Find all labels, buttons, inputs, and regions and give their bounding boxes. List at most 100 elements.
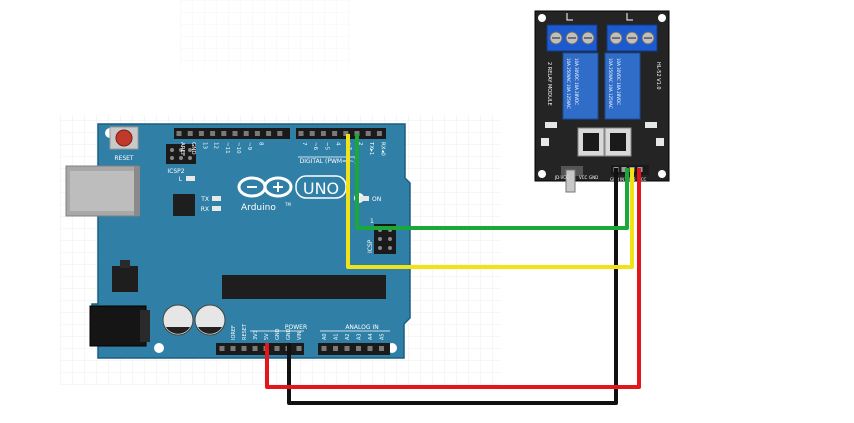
wire-vcc[interactable] [265, 168, 641, 389]
analog-pin-label: A2 [345, 333, 351, 340]
digital-pin-label: 12 [213, 142, 219, 149]
relay-2-spec-line-2: 10A 30VDC 10A 28VDC [616, 58, 621, 105]
digital-pin-label: RX◂0 [379, 142, 385, 156]
relay-module-name: 2 RELAY MODULE [546, 62, 552, 106]
mounting-hole [658, 14, 666, 22]
analog-pin-labels: A0 A1 A2 A3 A4 A5 [322, 333, 386, 340]
header-pin-hole [343, 131, 349, 136]
led-l-label: L [179, 176, 183, 183]
header-pin-hole [176, 131, 182, 136]
header-pin-hole [198, 131, 204, 136]
power-header [216, 343, 304, 355]
header-pin-hole [187, 131, 193, 136]
jumper-label-gnd: GND [589, 175, 598, 180]
header-pin-hole [252, 346, 258, 351]
background-grid-top [180, 0, 350, 70]
mounting-hole [658, 170, 666, 178]
reset-button[interactable] [109, 126, 139, 150]
digital-pin-label: 2 [357, 142, 363, 146]
screw-terminal-2 [606, 24, 658, 52]
digital-pin-label: AREF [179, 142, 185, 156]
power-pin-label: GND [275, 328, 281, 340]
relay-2: 10A 250VAC 10A 125VAC 10A 30VDC 10A 28VD… [604, 52, 641, 120]
brand-label: Arduino [241, 203, 276, 213]
header-pin-hole [356, 346, 361, 351]
relay-1-spec-line-1: 10A 250VAC 10A 125VAC [566, 58, 571, 109]
header-pin-hole [333, 346, 338, 351]
header-pin-hole [274, 346, 280, 351]
input-pin-vcc-label: VCC [638, 177, 647, 182]
led-rx-label: RX [201, 206, 209, 213]
optocoupler-1 [577, 127, 605, 157]
relay-module[interactable]: 10A 250VAC 10A 125VAC 10A 30VDC 10A 28VD… [534, 10, 670, 193]
relay-1-spec-line-2: 10A 30VDC 10A 28VDC [574, 58, 579, 105]
header-pin-hole [344, 346, 350, 351]
screw-terminal-1 [546, 24, 598, 52]
relay-2-spec-line-1: 10A 250VAC 10A 125VAC [608, 58, 613, 109]
icsp2-header [166, 144, 196, 164]
status-led [541, 138, 549, 146]
analog-label: ANALOG IN [345, 324, 378, 331]
wire-in1[interactable] [355, 134, 629, 230]
reset-label: RESET [114, 155, 134, 162]
header-pin-hole [277, 131, 283, 136]
mounting-hole [538, 14, 546, 22]
power-pin-label: 3V3 [253, 330, 259, 340]
wires [265, 134, 641, 405]
power-pin-label: 5V [264, 333, 270, 340]
digital-header-left [174, 128, 290, 139]
header-pin-hole [367, 346, 373, 351]
analog-pin-label: A4 [368, 333, 374, 340]
usb-chip [173, 194, 195, 216]
header-pin-hole [376, 131, 382, 136]
relay-model-label: HL-52 V1.0 [655, 62, 661, 90]
digital-pin-label: ~6 [312, 142, 318, 151]
header-pin-hole [309, 131, 315, 136]
status-led [656, 138, 664, 146]
header-pin-hole [354, 131, 360, 136]
wire-gnd[interactable] [287, 168, 618, 405]
digital-pin-label: ~9 [246, 142, 252, 151]
header-pin-hole [266, 131, 272, 136]
digital-header-right [296, 128, 386, 139]
analog-pin-label: A0 [322, 333, 328, 340]
header-pin-hole [243, 131, 249, 136]
dc-power-jack [89, 305, 150, 347]
digital-pin-label: 7 [301, 142, 307, 146]
header-pin-hole [232, 131, 238, 136]
voltage-regulator [112, 260, 138, 292]
relay-input-pin [621, 167, 627, 172]
analog-pin-label: A1 [334, 333, 340, 340]
header-pin-hole [254, 131, 260, 136]
icsp-label: ICSP [367, 239, 374, 253]
power-pin-label: GND [286, 328, 292, 340]
model-label: UNO [303, 179, 339, 198]
led-l [186, 176, 195, 181]
led-on [360, 196, 369, 201]
wire-in2[interactable] [346, 134, 634, 269]
header-pin-hole [230, 346, 236, 351]
input-pin-in1-label: IN1 [620, 177, 627, 182]
digital-pin-label: ~11 [224, 142, 230, 154]
optocoupler-2 [604, 127, 632, 157]
smd-component [645, 122, 657, 128]
header-pin-hole [320, 131, 326, 136]
digital-label: DIGITAL (PWM= ~) [300, 158, 357, 165]
jumper-label-vcc: VCC [579, 175, 588, 180]
header-pin-hole [221, 131, 227, 136]
header-pin-hole [332, 131, 338, 136]
header-pin-hole [379, 346, 384, 351]
jdvcc-jumper[interactable] [561, 166, 583, 193]
usb-connector [65, 165, 140, 217]
analog-pin-label: A3 [357, 333, 363, 340]
header-pin-hole [298, 131, 304, 136]
mounting-hole [154, 343, 164, 353]
digital-pin-label: 13 [201, 142, 207, 149]
relay-1: 10A 250VAC 10A 125VAC 10A 30VDC 10A 28VD… [562, 52, 599, 120]
analog-pin-label: A5 [380, 333, 386, 340]
icsp2-label: ICSP2 [167, 168, 184, 175]
led-rx [212, 206, 221, 211]
